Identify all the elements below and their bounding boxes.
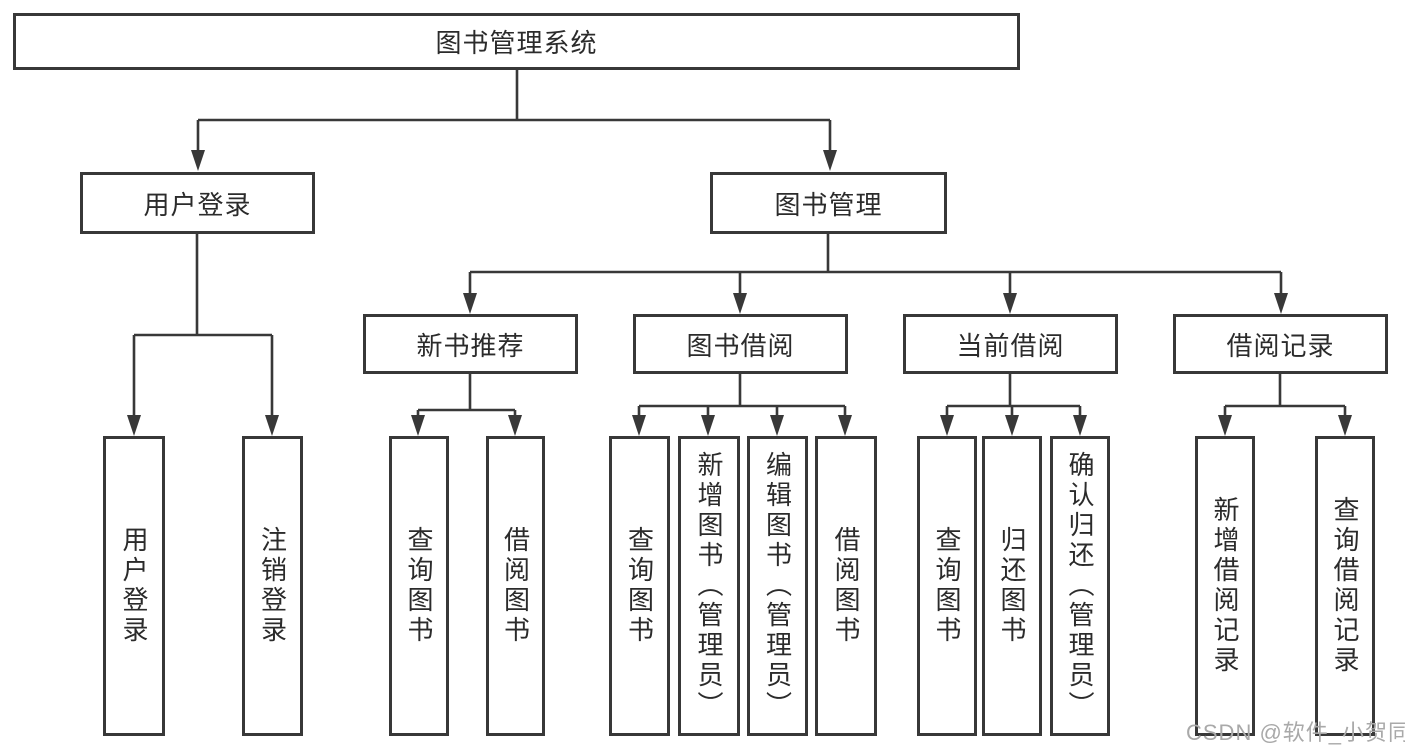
leaf-current-confirm-return-admin: 确认归还（管理员） xyxy=(1050,436,1110,736)
node-current-borrow: 当前借阅 xyxy=(903,314,1118,374)
node-root-system: 图书管理系统 xyxy=(13,13,1020,70)
connector-bookmgmt-to-level3 xyxy=(468,234,1283,297)
leaf-newbook-borrow-books: 借阅图书 xyxy=(486,436,545,736)
node-user-login: 用户登录 xyxy=(80,172,315,234)
connector-root-to-level2 xyxy=(196,70,832,154)
leaf-newbook-query-books: 查询图书 xyxy=(389,436,449,736)
leaf-user-login: 用户登录 xyxy=(103,436,165,736)
node-book-management: 图书管理 xyxy=(710,172,947,234)
connector-newbook-to-leaves xyxy=(416,373,517,419)
leaf-borrow-edit-books-admin: 编辑图书（管理员） xyxy=(747,436,808,736)
arrowheads xyxy=(127,150,1352,436)
connector-current-to-leaves xyxy=(945,373,1082,419)
connector-borrow-to-leaves xyxy=(637,373,847,419)
leaf-logout: 注销登录 xyxy=(242,436,303,736)
leaf-borrow-query-books: 查询图书 xyxy=(609,436,670,736)
leaf-borrow-add-books-admin: 新增图书（管理员） xyxy=(678,436,740,736)
node-book-borrow: 图书借阅 xyxy=(633,314,848,374)
leaf-records-query-record: 查询借阅记录 xyxy=(1315,436,1375,736)
leaf-borrow-borrow-books: 借阅图书 xyxy=(815,436,877,736)
watermark-text: CSDN @软件_小贺同学 xyxy=(1186,720,1405,745)
leaf-records-add-record: 新增借阅记录 xyxy=(1195,436,1255,736)
node-new-book-recommend: 新书推荐 xyxy=(363,314,578,374)
node-borrow-records: 借阅记录 xyxy=(1173,314,1388,374)
connector-records-to-leaves xyxy=(1223,373,1347,419)
leaf-current-return-books: 归还图书 xyxy=(982,436,1042,736)
connector-userlogin-to-leaves xyxy=(132,234,274,419)
leaf-current-query-books: 查询图书 xyxy=(917,436,977,736)
